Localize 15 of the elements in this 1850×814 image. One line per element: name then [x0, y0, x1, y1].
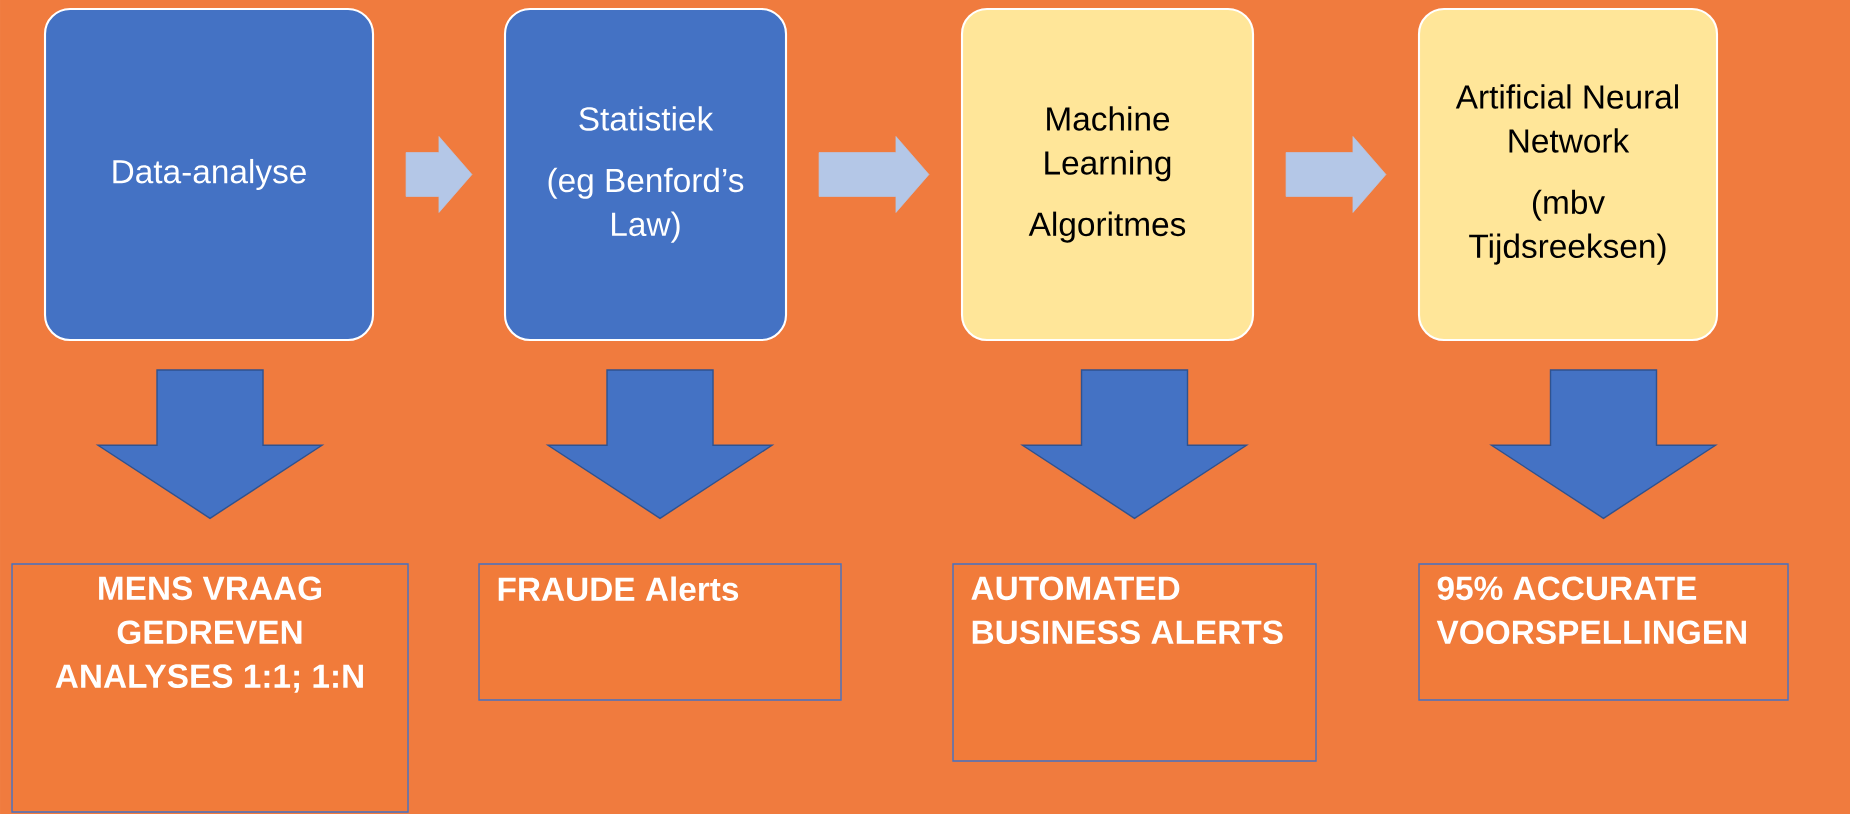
process-box: Statistiek (eg Benford’s Law)	[503, 7, 788, 342]
block-arrow	[405, 136, 473, 213]
process-box: Machine Learning Algoritmes	[960, 7, 1255, 342]
result-box: AUTOMATED BUSINESS ALERTS	[952, 563, 1317, 762]
block-arrow	[1489, 369, 1718, 520]
result-box: 95% ACCURATE VOORSPELLINGEN	[1418, 563, 1789, 701]
block-arrow	[545, 369, 775, 520]
result-box: MENS VRAAG GEDREVEN ANALYSES 1:1; 1:N	[11, 563, 409, 813]
block-arrow	[818, 136, 930, 213]
process-box: Data-analyse	[43, 7, 375, 342]
block-arrow	[1020, 369, 1249, 520]
process-box: Artificial Neural Network (mbv Tijdsreeksen)	[1417, 7, 1719, 342]
block-arrow	[95, 369, 325, 520]
result-box: FRAUDE Alerts	[478, 563, 842, 701]
block-arrow	[1285, 136, 1387, 213]
